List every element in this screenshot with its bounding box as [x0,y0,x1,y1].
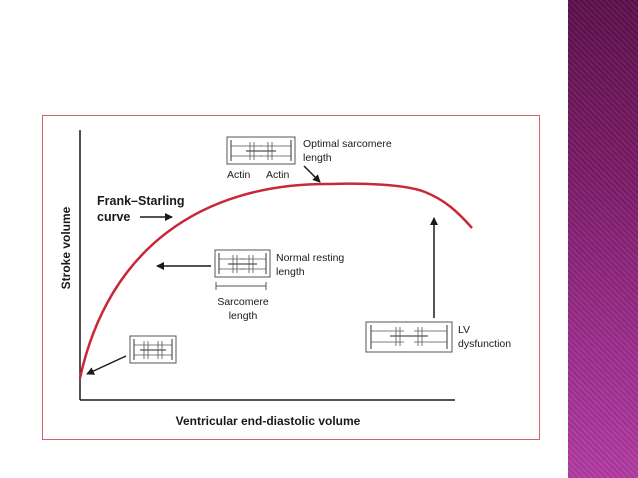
actin-label-left: Actin [227,169,251,181]
normal-label-line2: length [276,266,305,278]
sarcomere-normal-icon [214,249,271,278]
lv-label-line1: LV [458,324,470,336]
actin-label-right: Actin [266,169,290,181]
curve-label-line1: Frank–Starling [97,194,185,208]
short-sarcomere-arrow [86,355,127,375]
sarcomere-short-icon [129,335,177,364]
frank-starling-curve [78,182,473,379]
optimal-label-line1: Optimal sarcomere [303,138,392,150]
optimal-label-line2: length [303,152,332,164]
lv-label-line2: dysfunction [458,338,511,350]
optimal-arrow [303,165,321,183]
sarcomere-length-bracket [215,282,267,290]
y-axis-label: Stroke volume [59,206,73,289]
sarcomere-length-label-line2: length [229,310,258,322]
slide-accent-band [568,0,638,478]
sarcomere-stretched-icon [365,321,453,353]
normal-label-line1: Normal resting [276,252,344,264]
figure-frame [42,115,540,440]
x-axis-label: Ventricular end-diastolic volume [176,414,361,428]
sarcomere-optimal-icon [226,136,296,165]
curve-label-line2: curve [97,210,130,224]
sarcomere-length-label-line1: Sarcomere [217,296,269,308]
